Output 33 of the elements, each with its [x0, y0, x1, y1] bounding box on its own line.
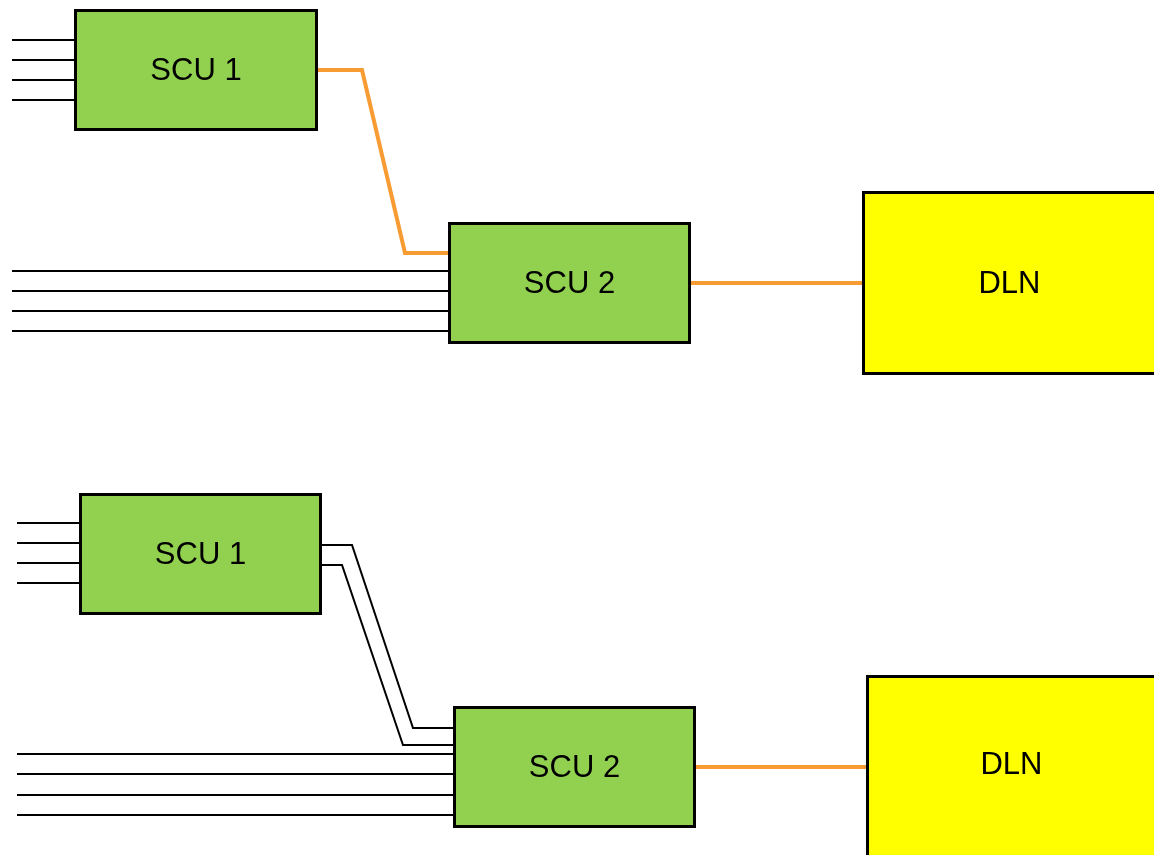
- connector-line: [321, 544, 454, 729]
- process-box: [862, 191, 1154, 375]
- connector-line: [691, 281, 862, 285]
- box-label: SCU 2: [523, 265, 616, 301]
- signal-line: [16, 582, 80, 584]
- process-box: [74, 9, 318, 131]
- signal-line: [11, 310, 449, 312]
- signal-line: [11, 39, 75, 41]
- signal-line: [16, 794, 454, 796]
- box-label: SCU 2: [528, 749, 621, 785]
- signal-line: [11, 270, 449, 272]
- signal-line: [16, 542, 80, 544]
- signal-line: [16, 562, 80, 564]
- process-box: [453, 706, 696, 828]
- signal-line: [16, 522, 80, 524]
- connector-line: [318, 68, 448, 255]
- box-label: SCU 1: [150, 52, 242, 88]
- signal-line: [11, 290, 449, 292]
- signal-line: [16, 814, 454, 816]
- signal-line: [16, 773, 454, 775]
- box-label: DLN: [978, 265, 1041, 301]
- signal-line: [11, 99, 75, 101]
- box-label: SCU 1: [154, 536, 247, 572]
- connector-line: [321, 564, 454, 746]
- process-box: [79, 493, 322, 615]
- connector-line: [696, 765, 866, 769]
- signal-line: [16, 753, 454, 755]
- signal-line: [11, 330, 449, 332]
- box-label: DLN: [980, 745, 1043, 782]
- signal-line: [11, 59, 75, 61]
- process-box: [866, 675, 1154, 855]
- process-box: [448, 222, 691, 344]
- signal-line: [11, 79, 75, 81]
